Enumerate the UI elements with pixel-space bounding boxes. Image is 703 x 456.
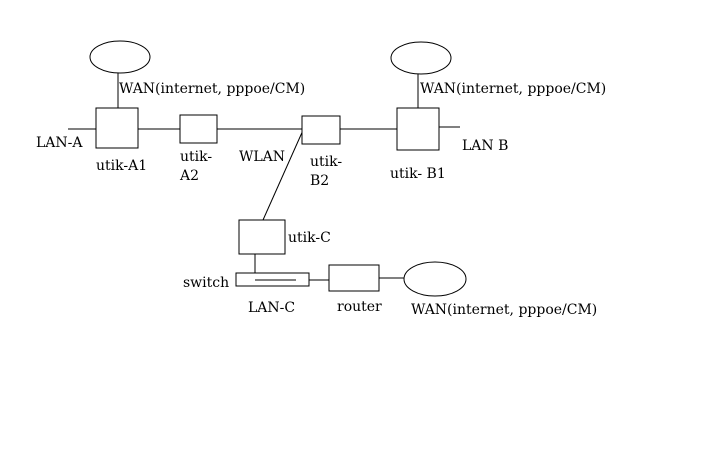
utik-a2-node <box>179 114 218 144</box>
wlan-link <box>262 127 305 221</box>
utik-b2-label-line1: utik- <box>310 154 342 170</box>
utik-b2-label-line2: B2 <box>310 173 329 189</box>
utik-a1-node <box>95 107 139 149</box>
wan-c-label: WAN(internet, pppoe/CM) <box>411 302 597 318</box>
switch-label: switch <box>183 275 229 291</box>
wan-c-cloud <box>403 261 467 297</box>
router-node <box>328 264 380 292</box>
router-label: router <box>337 299 382 315</box>
wlan-label: WLAN <box>239 149 285 165</box>
lan-b-label: LAN B <box>462 138 508 154</box>
utik-a2-label-line1: utik- <box>180 149 212 165</box>
utik-b1-node <box>396 107 440 151</box>
utik-c-node <box>238 219 286 255</box>
utik-c-label: utik-C <box>288 230 331 246</box>
wan-a-label: WAN(internet, pppoe/CM) <box>119 81 305 97</box>
utik-b1-label: utik- B1 <box>390 166 446 182</box>
lan-c-label: LAN-C <box>248 300 295 316</box>
wan-b-label: WAN(internet, pppoe/CM) <box>420 81 606 97</box>
wan-a-cloud <box>89 40 151 74</box>
utik-b2-node <box>301 115 341 145</box>
utik-a1-label: utik-A1 <box>96 158 147 174</box>
lan-a-label: LAN-A <box>36 135 83 151</box>
wan-b-cloud <box>390 41 452 75</box>
utik-a2-label-line2: A2 <box>179 168 199 184</box>
